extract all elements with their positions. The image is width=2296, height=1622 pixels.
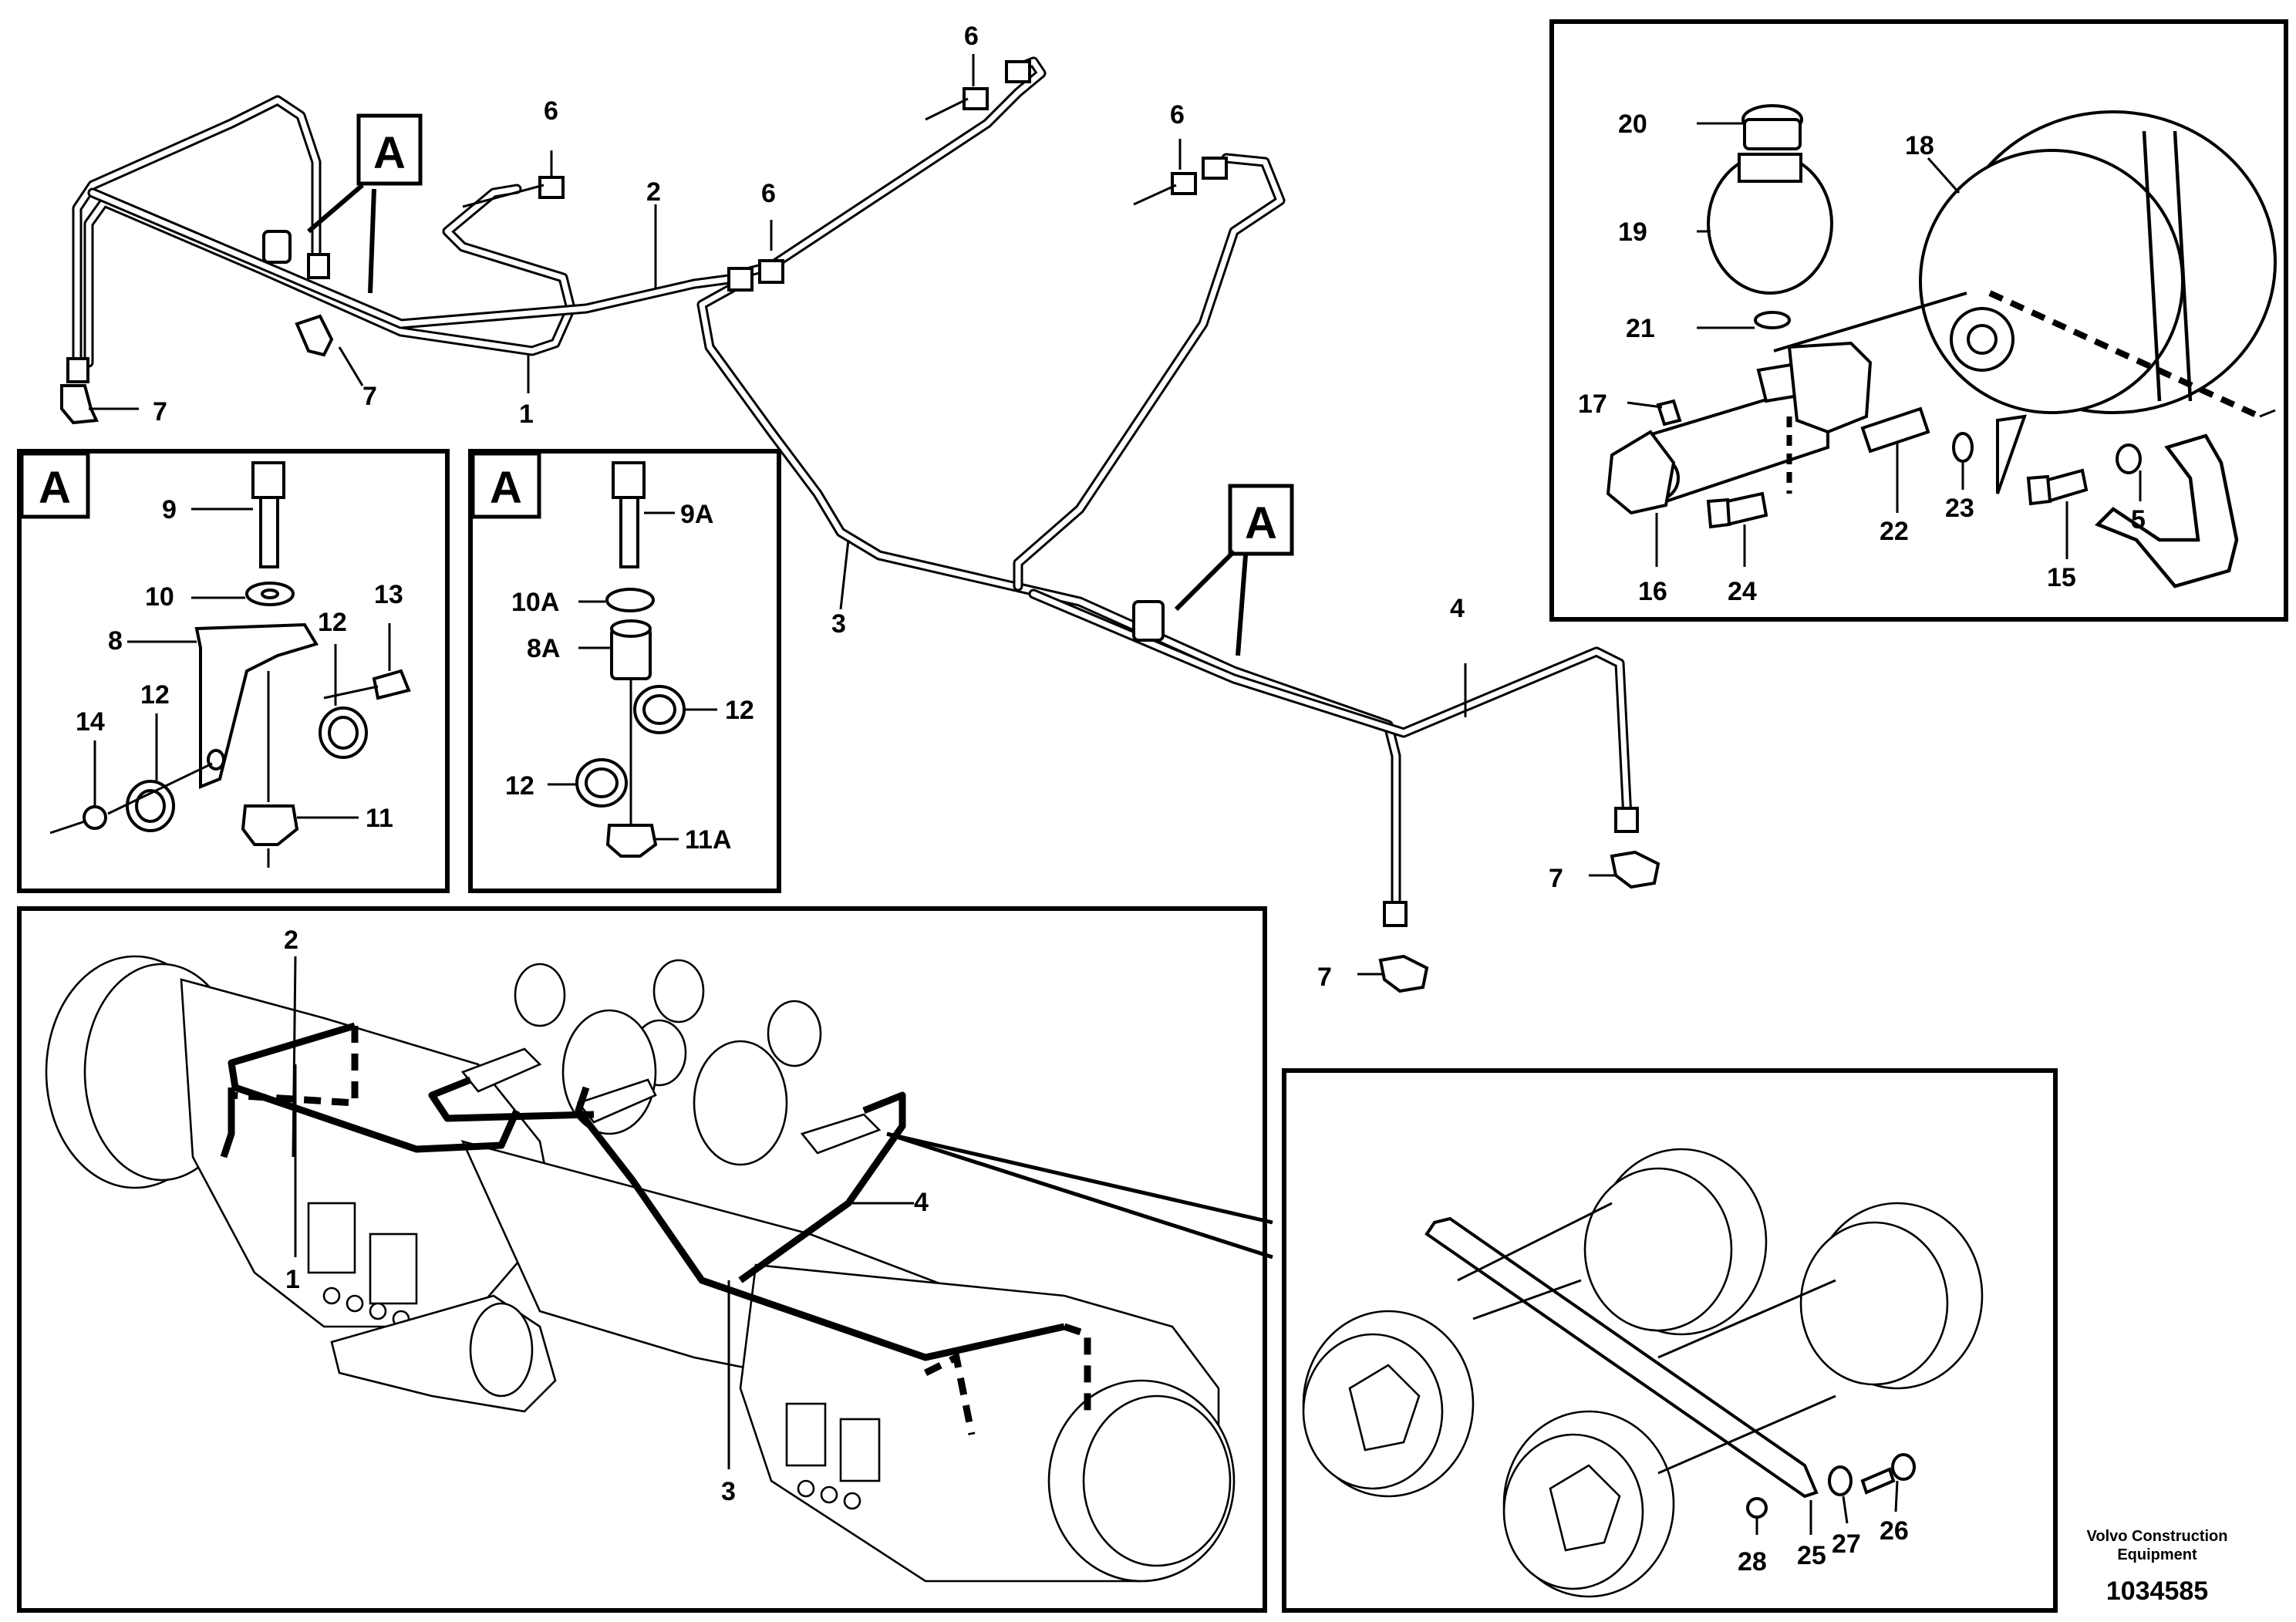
callout-label: 27 xyxy=(1832,1529,1861,1559)
callout-label: 21 xyxy=(1626,314,1655,343)
callout-label: 8A xyxy=(527,634,560,663)
svg-text:A: A xyxy=(373,128,406,178)
callout-label: 6 xyxy=(761,179,776,208)
callout-label: 10 xyxy=(145,582,174,612)
callout-label: 24 xyxy=(1728,577,1757,606)
callout-label: 4 xyxy=(914,1188,929,1217)
detail-a-panel: A 9 10 8 11 xyxy=(17,449,450,893)
callout-label: 7 xyxy=(362,382,377,411)
callout-label: 2 xyxy=(284,926,298,955)
callout-label: 26 xyxy=(1880,1516,1909,1546)
callout-label: 6 xyxy=(964,22,979,51)
callout-label: 3 xyxy=(721,1477,736,1506)
callout-label: 17 xyxy=(1578,389,1607,419)
callout-label: 1 xyxy=(285,1265,300,1294)
callout-label: 4 xyxy=(1450,594,1465,623)
main-routing-callouts: 7 7 1 2 6 6 6 6 3 4 7 7 xyxy=(153,22,1563,992)
svg-text:A: A xyxy=(39,463,71,513)
detail-a-marker-right: A xyxy=(1174,484,1294,656)
callout-label: 11 xyxy=(366,804,393,833)
drawing-footer: Volvo Construction Equipment 1034585 xyxy=(2087,1528,2228,1606)
callout-label: 6 xyxy=(544,96,558,126)
callout-label: 7 xyxy=(1317,963,1332,992)
callout-label: 8 xyxy=(108,626,123,656)
drawing-number: 1034585 xyxy=(2106,1576,2208,1606)
axle-routing-overview-panel: 2 1 4 3 xyxy=(17,906,1273,1613)
servo-master-cylinder-panel: 20 19 21 17 16 24 22 23 15 5 18 xyxy=(1549,19,2288,622)
callout-label: 16 xyxy=(1638,577,1667,606)
callout-label: 9 xyxy=(162,495,177,524)
callout-label: 20 xyxy=(1618,110,1647,139)
callout-label: 3 xyxy=(831,609,846,639)
manufacturer-line-2: Equipment xyxy=(2117,1546,2197,1563)
callout-label: 7 xyxy=(1549,864,1563,893)
callout-label: 12 xyxy=(505,771,534,801)
callout-label: 12 xyxy=(318,608,347,637)
callout-label: 10A xyxy=(511,588,559,617)
detail-a-marker-left: A xyxy=(307,113,423,294)
callout-label: 14 xyxy=(76,707,105,737)
callout-label: 22 xyxy=(1880,517,1909,546)
svg-text:A: A xyxy=(490,463,522,513)
callout-label: 7 xyxy=(153,397,167,427)
callout-label: 1 xyxy=(519,400,534,429)
callout-label: 23 xyxy=(1945,494,1974,523)
callout-label: 12 xyxy=(140,680,170,710)
callout-label: 13 xyxy=(374,580,403,609)
callout-label: 25 xyxy=(1797,1541,1826,1570)
manufacturer-line-1: Volvo Construction xyxy=(2087,1528,2228,1545)
callout-label: 28 xyxy=(1738,1547,1767,1576)
svg-text:A: A xyxy=(1245,498,1277,548)
detail-a-alt-panel: A 9A 10A 8A 12 12 11A xyxy=(468,449,781,893)
brake-chamber-bracket-panel: 28 25 27 26 xyxy=(1282,1068,2058,1613)
callout-label: 5 xyxy=(2131,505,2146,534)
callout-label: 11A xyxy=(685,825,732,855)
callout-label: 6 xyxy=(1170,100,1185,130)
callout-label: 9A xyxy=(680,500,713,529)
callout-label: 2 xyxy=(646,177,661,207)
callout-label: 12 xyxy=(725,696,754,725)
callout-label: 15 xyxy=(2047,563,2076,592)
callout-label: 19 xyxy=(1618,218,1647,247)
callout-label: 18 xyxy=(1905,131,1934,160)
brake-pipe-routing xyxy=(60,54,1660,993)
